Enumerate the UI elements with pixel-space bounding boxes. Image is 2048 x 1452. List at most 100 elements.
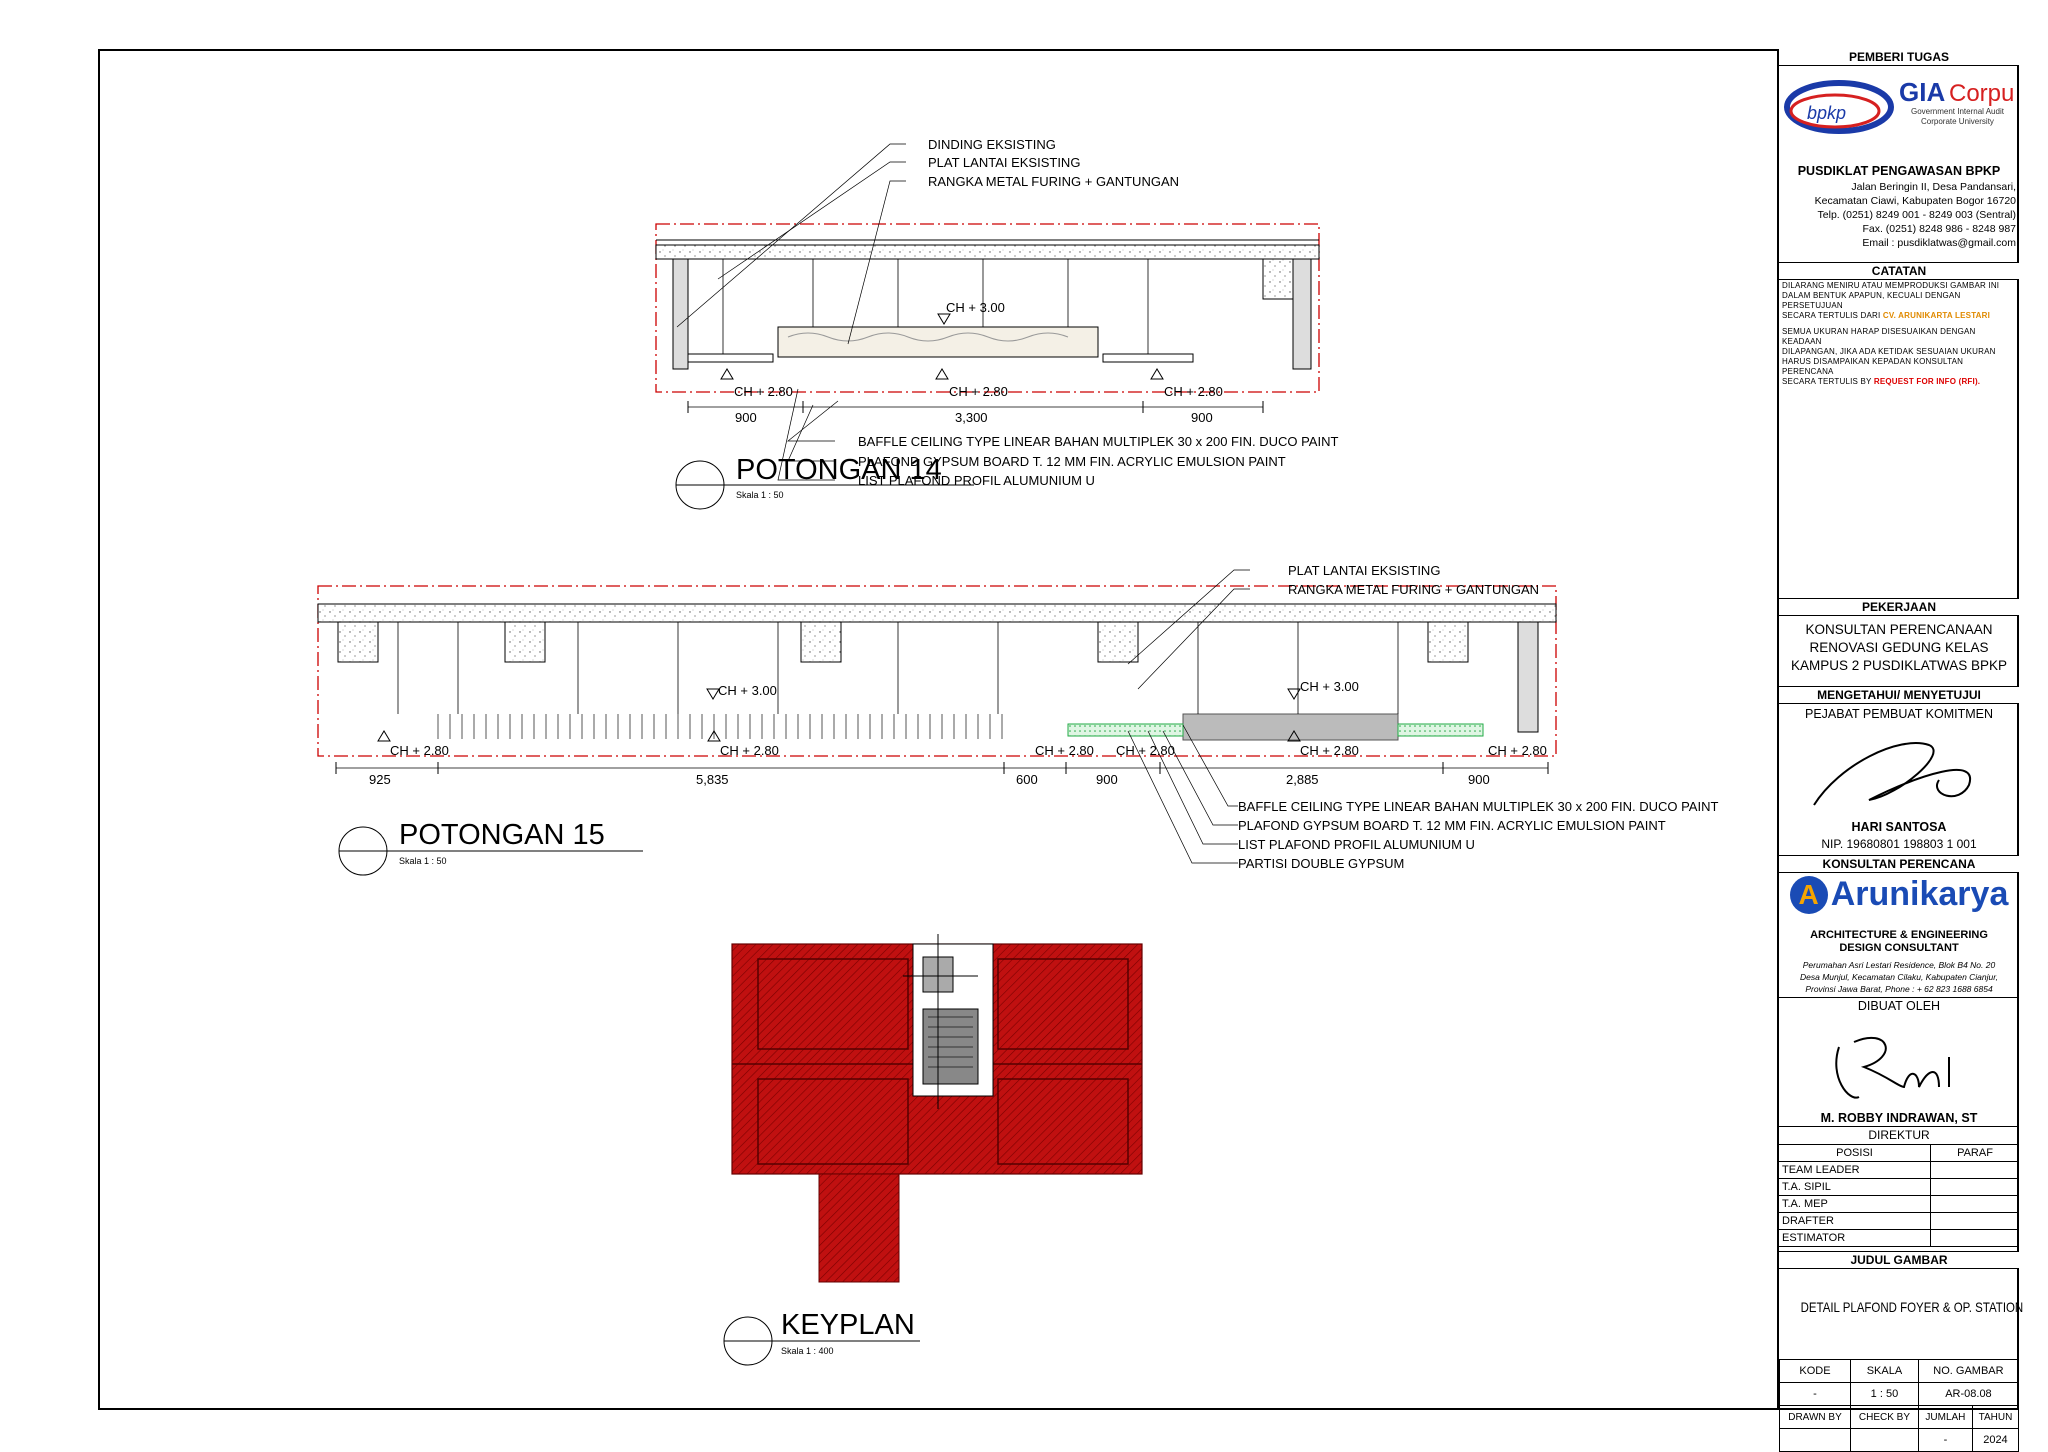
section-title: POTONGAN 15 xyxy=(399,819,605,851)
consultant-desc-line: ARCHITECTURE & ENGINEERING xyxy=(1810,929,1988,941)
project-line: RENOVASI GEDUNG KELAS xyxy=(1809,640,1989,655)
section-14-annotations: DINDING EKSISTING PLAT LANTAI EKSISTING … xyxy=(858,137,1338,488)
drawn-by-header: DRAWN BY xyxy=(1779,1405,1851,1429)
section-title: POTONGAN 14 xyxy=(736,454,942,486)
ch-high-label: CH + 3.00 xyxy=(946,300,1005,315)
dibuat-oleh: DIBUAT OLEH xyxy=(1857,999,1941,1013)
judul-gambar-header: JUDUL GAMBAR xyxy=(1779,1251,2019,1269)
client-logos: bpkp GIA Corpu Government Internal Audit… xyxy=(1779,69,2019,149)
section-scale: Skala 1 : 50 xyxy=(736,490,784,500)
pemberi-tugas-header: PEMBERI TUGAS xyxy=(1779,49,2019,66)
skala-value: 1 : 50 xyxy=(1849,1382,1919,1406)
ch-low-label: CH + 2.80 xyxy=(390,743,449,758)
position-row: T.A. SIPIL xyxy=(1779,1178,1931,1196)
position-row: ESTIMATOR xyxy=(1779,1229,1931,1247)
position-row: DRAFTER xyxy=(1779,1212,1931,1230)
dim-label: 5,835 xyxy=(696,772,729,787)
section-14-title: POTONGAN 14 Skala 1 : 50 xyxy=(675,454,974,510)
pekerjaan-header: PEKERJAAN xyxy=(1779,598,2019,616)
consultant-desc-line: DESIGN CONSULTANT xyxy=(1839,942,1959,954)
paraf-header: PARAF xyxy=(1930,1145,2019,1162)
konsultan-header: KONSULTAN PERENCANA xyxy=(1779,855,2019,873)
tahun-value: 2024 xyxy=(1971,1428,2020,1452)
ppk-signature xyxy=(1813,742,1972,806)
consultant-address: Perumahan Asri Lestari Residence, Blok B… xyxy=(1779,959,2019,995)
drawing-sheet-border xyxy=(98,49,2019,1410)
dim-label: 900 xyxy=(1468,772,1490,787)
dim-label: 900 xyxy=(1191,410,1213,425)
consultant-desc: ARCHITECTURE & ENGINEERING DESIGN CONSUL… xyxy=(1779,929,2019,955)
kode-header: KODE xyxy=(1779,1359,1851,1383)
title-block: PEMBERI TUGAS bpkp GIA Corpu Government … xyxy=(1777,49,2023,1452)
ch-low-label-3: CH + 2.80 xyxy=(1164,384,1223,399)
annotation: LIST PLAFOND PROFIL ALUMUNIUM U xyxy=(1238,837,1475,852)
address-line: Telp. (0251) 8249 001 - 8249 003 (Sentra… xyxy=(1817,209,2016,221)
no-gambar-value: AR-08.08 xyxy=(1917,1382,2020,1406)
client-address: Jalan Beringin II, Desa Pandansari, Keca… xyxy=(1779,180,2019,250)
check-by-header: CHECK BY xyxy=(1849,1405,1919,1429)
ch-low-label: CH + 2.80 xyxy=(1035,743,1094,758)
project-line: KONSULTAN PERENCANAAN xyxy=(1805,622,1993,637)
drawing-area: CH + 3.00 CH + 2.80 CH + 2.80 CH + 2.80 … xyxy=(317,137,1718,1366)
consultant-logo: A Arunikarya xyxy=(1779,875,2019,927)
address-line: Jalan Beringin II, Desa Pandansari, xyxy=(1851,181,2016,193)
kode-value: - xyxy=(1779,1382,1851,1406)
consultant-address-line: Desa Munjul, Kecamatan Cilaku, Kabupaten… xyxy=(1800,972,1998,982)
posisi-header: POSISI xyxy=(1779,1145,1931,1162)
annotation: PLAT LANTAI EKSISTING xyxy=(1288,563,1440,578)
note-company: CV. ARUNIKARTA LESTARI xyxy=(1882,311,1991,320)
annotation: PARTISI DOUBLE GYPSUM xyxy=(1238,856,1404,871)
dim-label: 925 xyxy=(369,772,391,787)
note-line: DILAPANGAN, JIKA ADA KETIDAK SESUAIAN UK… xyxy=(1782,347,1996,356)
ch-low-label-2: CH + 2.80 xyxy=(949,384,1008,399)
dim-label: 3,300 xyxy=(955,410,988,425)
position-row: T.A. MEP xyxy=(1779,1195,1931,1213)
ch-low-label-1: CH + 2.80 xyxy=(734,384,793,399)
mengetahui-header: MENGETAHUI/ MENYETUJUI xyxy=(1779,686,2019,704)
address-line: Kecamatan Ciawi, Kabupaten Bogor 16720 xyxy=(1814,195,2016,207)
director-signature xyxy=(1835,1036,1950,1099)
consultant-logo-mark: A xyxy=(1789,875,1828,914)
annotation: RANGKA METAL FURING + GANTUNGAN xyxy=(1288,582,1539,597)
keyplan-scale: Skala 1 : 400 xyxy=(781,1346,834,1356)
catatan-header: CATATAN xyxy=(1779,262,2019,280)
position-row: TEAM LEADER xyxy=(1779,1161,1931,1179)
tahun-header: TAHUN xyxy=(1971,1405,2020,1429)
section-15-title: POTONGAN 15 Skala 1 : 50 xyxy=(338,819,643,876)
annotation: PLAT LANTAI EKSISTING xyxy=(928,155,1080,170)
director-title: DIREKTUR xyxy=(1868,1128,1930,1142)
note-line: HARUS DISAMPAIKAN KEPADAN KONSULTAN PERE… xyxy=(1782,357,1964,376)
note-rfi: REQUEST FOR INFO (RFI). xyxy=(1873,377,1981,386)
project-line: KAMPUS 2 PUSDIKLATWAS BPKP xyxy=(1790,658,2008,673)
project-title: KONSULTAN PERENCANAAN RENOVASI GEDUNG KE… xyxy=(1779,621,2019,675)
gia-subtitle: Corporate University xyxy=(1921,117,1994,126)
ch-low-label: CH + 2.80 xyxy=(1300,743,1359,758)
note-line: SECARA TERTULIS BY xyxy=(1782,377,1872,386)
jumlah-value: - xyxy=(1917,1428,1973,1452)
corpu-logo-text: Corpu xyxy=(1949,80,2014,107)
consultant-address-line: Perumahan Asri Lestari Residence, Blok B… xyxy=(1802,960,1996,970)
section-scale: Skala 1 : 50 xyxy=(399,856,447,866)
note-line: SEMUA UKURAN HARAP DISESUAIKAN DENGAN KE… xyxy=(1782,327,1976,346)
gia-subtitle: Government Internal Audit xyxy=(1911,107,2005,116)
ppk-nip: NIP. 19680801 198803 1 001 xyxy=(1821,837,1977,851)
skala-header: SKALA xyxy=(1849,1359,1919,1383)
annotation: BAFFLE CEILING TYPE LINEAR BAHAN MULTIPL… xyxy=(1238,799,1718,814)
director-name: M. ROBBY INDRAWAN, ST xyxy=(1820,1111,1978,1125)
dim-label: 900 xyxy=(1096,772,1118,787)
keyplan-title: KEYPLAN Skala 1 : 400 xyxy=(723,1309,920,1366)
annotation: PLAFOND GYPSUM BOARD T. 12 MM FIN. ACRYL… xyxy=(858,454,1286,469)
client-name: PUSDIKLAT PENGAWASAN BPKP xyxy=(1797,164,2001,178)
annotation: DINDING EKSISTING xyxy=(928,137,1056,152)
address-line: Email : pusdiklatwas@gmail.com xyxy=(1862,237,2016,249)
keyplan-drawing xyxy=(731,934,1143,1283)
dim-label: 900 xyxy=(735,410,757,425)
dim-label: 600 xyxy=(1016,772,1038,787)
jumlah-header: JUMLAH xyxy=(1917,1405,1973,1429)
section-15-annotations: PLAT LANTAI EKSISTING RANGKA METAL FURIN… xyxy=(1238,563,1718,871)
ppk-name: HARI SANTOSA xyxy=(1851,820,1947,834)
consultant-logo-text: karya xyxy=(1919,875,2009,913)
note-line: SECARA TERTULIS DARI xyxy=(1782,311,1881,320)
